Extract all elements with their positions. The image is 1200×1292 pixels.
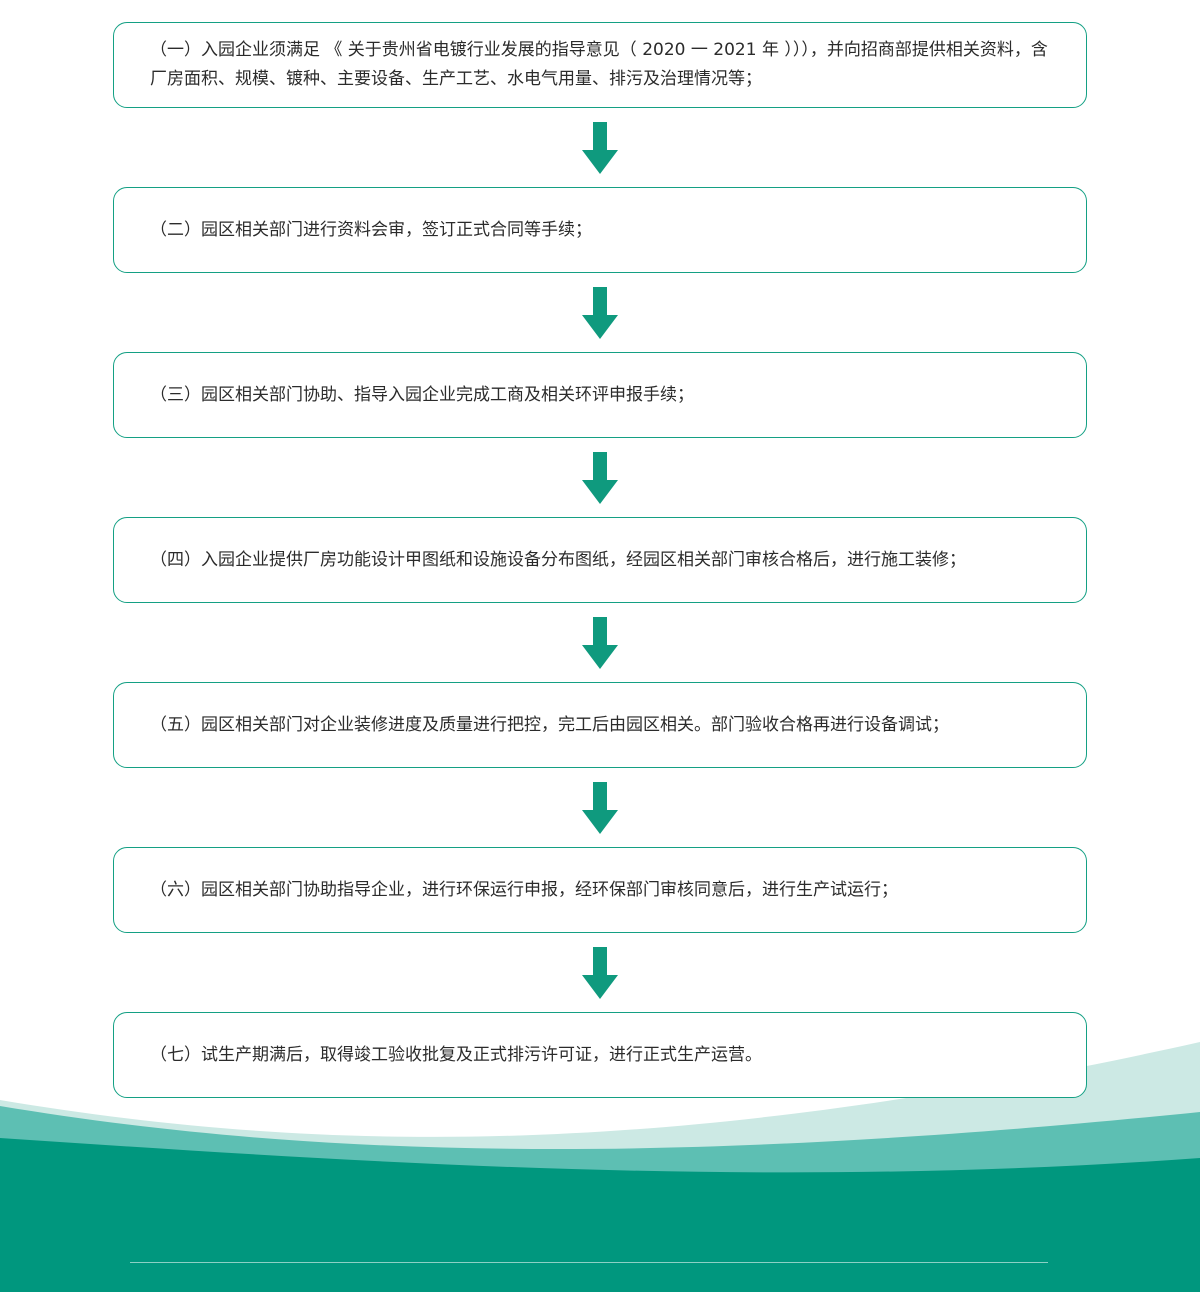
down-arrow-icon — [582, 122, 618, 174]
footer-divider — [130, 1262, 1048, 1263]
down-arrow-icon — [582, 617, 618, 669]
flow-step-7-text: （七）试生产期满后，取得竣工验收批复及正式排污许可证，进行正式生产运营。 — [150, 1044, 762, 1065]
down-arrow-icon — [582, 287, 618, 339]
flow-step-2: （二）园区相关部门进行资料会审，签订正式合同等手续； — [113, 187, 1087, 273]
flow-step-6: （六）园区相关部门协助指导企业，进行环保运行申报，经环保部门审核同意后，进行生产… — [113, 847, 1087, 933]
decorative-wave — [0, 1042, 1200, 1292]
down-arrow-icon — [582, 947, 618, 999]
flow-step-7: （七）试生产期满后，取得竣工验收批复及正式排污许可证，进行正式生产运营。 — [113, 1012, 1087, 1098]
flow-step-5-text: （五）园区相关部门对企业装修进度及质量进行把控，完工后由园区相关。部门验收合格再… — [150, 714, 949, 735]
flow-step-4: （四）入园企业提供厂房功能设计甲图纸和设施设备分布图纸，经园区相关部门审核合格后… — [113, 517, 1087, 603]
flow-step-3-text: （三）园区相关部门协助、指导入园企业完成工商及相关环评申报手续； — [150, 384, 694, 405]
flow-step-2-text: （二）园区相关部门进行资料会审，签订正式合同等手续； — [150, 219, 592, 240]
flow-step-6-text: （六）园区相关部门协助指导企业，进行环保运行申报，经环保部门审核同意后，进行生产… — [150, 879, 898, 900]
flow-step-3: （三）园区相关部门协助、指导入园企业完成工商及相关环评申报手续； — [113, 352, 1087, 438]
flow-step-1-text: （一）入园企业须满足 《 关于贵州省电镀行业发展的指导意见（ 2020 一 20… — [150, 40, 1048, 89]
down-arrow-icon — [582, 782, 618, 834]
flow-step-1: （一）入园企业须满足 《 关于贵州省电镀行业发展的指导意见（ 2020 一 20… — [113, 22, 1087, 108]
flow-step-4-text: （四）入园企业提供厂房功能设计甲图纸和设施设备分布图纸，经园区相关部门审核合格后… — [150, 549, 966, 570]
flow-step-5: （五）园区相关部门对企业装修进度及质量进行把控，完工后由园区相关。部门验收合格再… — [113, 682, 1087, 768]
down-arrow-icon — [582, 452, 618, 504]
